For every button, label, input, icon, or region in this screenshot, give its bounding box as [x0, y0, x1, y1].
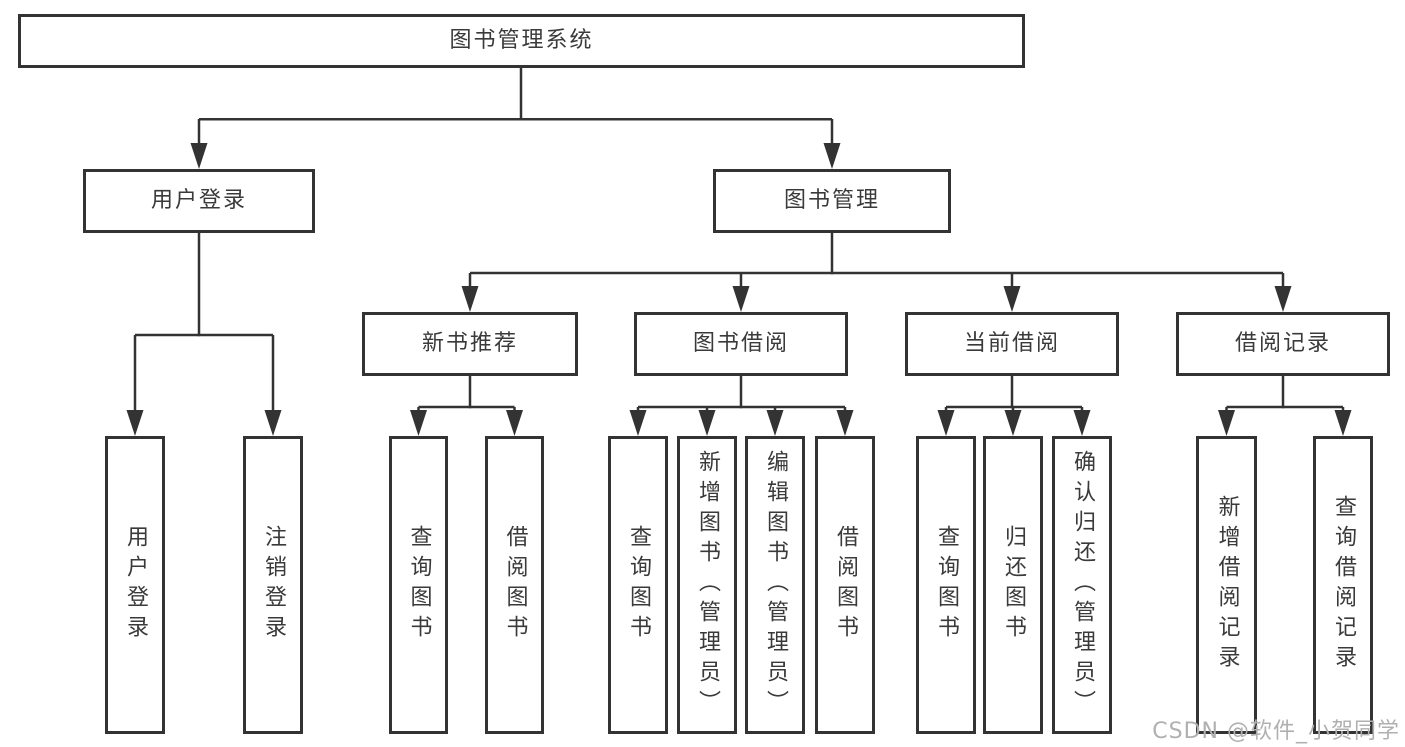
- node-library-system: 图书管理系统: [18, 14, 1025, 68]
- leaf-current-return-books-label: 归还图书: [1001, 525, 1026, 645]
- leaf-borrow-borrow-books: 借阅图书: [815, 436, 875, 734]
- leaf-records-query-record-label: 查询借阅记录: [1331, 495, 1356, 675]
- leaf-records-query-record: 查询借阅记录: [1313, 436, 1373, 734]
- watermark: CSDN @软件_小贺同学: [1152, 719, 1400, 744]
- node-user-login: 用户登录: [83, 169, 315, 233]
- node-borrowing-records-label: 借阅记录: [1234, 331, 1331, 356]
- node-current-borrowing-label: 当前借阅: [963, 331, 1060, 356]
- leaf-records-add-record-label: 新增借阅记录: [1214, 495, 1240, 675]
- leaf-newbook-query-books: 查询图书: [389, 436, 448, 734]
- node-library-system-label: 图书管理系统: [449, 28, 594, 53]
- leaf-current-confirm-return-admin-label: 确认归还（管理员）: [1070, 450, 1095, 720]
- arrowhead-icons: [126, 143, 1352, 436]
- node-new-book-recommend-label: 新书推荐: [421, 331, 518, 356]
- leaf-borrow-borrow-books-label: 借阅图书: [833, 525, 858, 645]
- node-book-borrowing-label: 图书借阅: [692, 331, 789, 356]
- leaf-user-login: 用户登录: [105, 436, 165, 734]
- node-book-management: 图书管理: [713, 169, 951, 233]
- leaf-current-query-books: 查询图书: [916, 436, 976, 734]
- node-new-book-recommend: 新书推荐: [362, 312, 578, 376]
- node-user-login-label: 用户登录: [150, 188, 247, 213]
- leaf-borrow-edit-books-admin-label: 编辑图书（管理员）: [763, 450, 788, 720]
- node-book-borrowing: 图书借阅: [634, 312, 848, 376]
- node-book-management-label: 图书管理: [783, 188, 880, 213]
- leaf-borrow-query-books: 查询图书: [608, 436, 668, 734]
- leaf-current-query-books-label: 查询图书: [934, 525, 959, 645]
- leaf-newbook-borrow-books: 借阅图书: [485, 436, 544, 734]
- node-current-borrowing: 当前借阅: [905, 312, 1119, 376]
- leaf-logout-label: 注销登录: [261, 525, 286, 645]
- leaf-borrow-add-books-admin-label: 新增图书（管理员）: [695, 450, 720, 720]
- leaf-newbook-query-books-label: 查询图书: [406, 525, 432, 645]
- node-borrowing-records: 借阅记录: [1176, 312, 1390, 376]
- leaf-user-login-label: 用户登录: [123, 525, 148, 645]
- leaf-borrow-add-books-admin: 新增图书（管理员）: [677, 436, 737, 734]
- leaf-current-confirm-return-admin: 确认归还（管理员）: [1052, 436, 1112, 734]
- leaf-newbook-borrow-books-label: 借阅图书: [502, 525, 528, 645]
- leaf-current-return-books: 归还图书: [983, 436, 1043, 734]
- leaf-borrow-edit-books-admin: 编辑图书（管理员）: [745, 436, 805, 734]
- leaf-records-add-record: 新增借阅记录: [1196, 436, 1257, 734]
- leaf-logout: 注销登录: [243, 436, 303, 734]
- leaf-borrow-query-books-label: 查询图书: [626, 525, 651, 645]
